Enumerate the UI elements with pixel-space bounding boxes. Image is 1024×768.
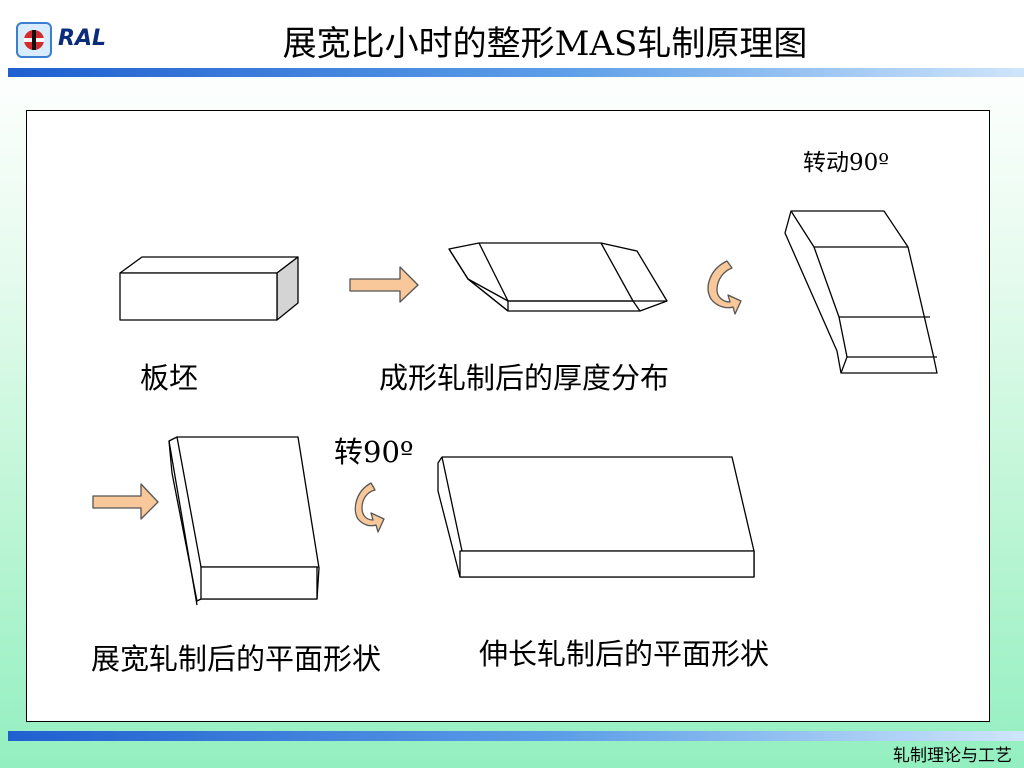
logo-text: RAL: [58, 26, 106, 51]
elongation-plate-block: [437, 456, 755, 578]
rotated-plate-block: [784, 210, 938, 374]
slab-block: [119, 256, 299, 321]
slab-label: 板坯: [140, 361, 199, 395]
broadside-plate-block: [168, 436, 320, 606]
course-name-footer: 轧制理论与工艺: [893, 746, 1012, 766]
formed-plate-block: [448, 242, 668, 312]
broadside-shape-label: 展宽轧制后的平面形状: [91, 642, 382, 676]
ral-logo-icon: [16, 22, 52, 58]
rotate-arrow-icon-2: [354, 482, 385, 533]
footer-divider-bar: [8, 731, 1024, 741]
rotate-90-label-2: 转90º: [334, 435, 414, 469]
forming-thickness-label: 成形轧制后的厚度分布: [379, 361, 670, 395]
rotate-90-label-1: 转动90º: [803, 150, 890, 176]
process-arrow-right-1: [349, 266, 419, 303]
mas-rolling-diagram: [92, 210, 938, 606]
header-divider-bar: [8, 68, 1024, 77]
diagram-panel: 转动90º 板坯 成形轧制后的厚度分布 转90º 展宽轧制后的平面形状 伸长轧制…: [26, 110, 990, 722]
rotate-arrow-icon-1: [707, 260, 742, 315]
process-arrow-right-2: [92, 483, 159, 520]
logo-emblem-icon: [24, 30, 44, 50]
elongation-shape-label: 伸长轧制后的平面形状: [479, 637, 770, 671]
page-title: 展宽比小时的整形MAS轧制原理图: [282, 24, 808, 64]
